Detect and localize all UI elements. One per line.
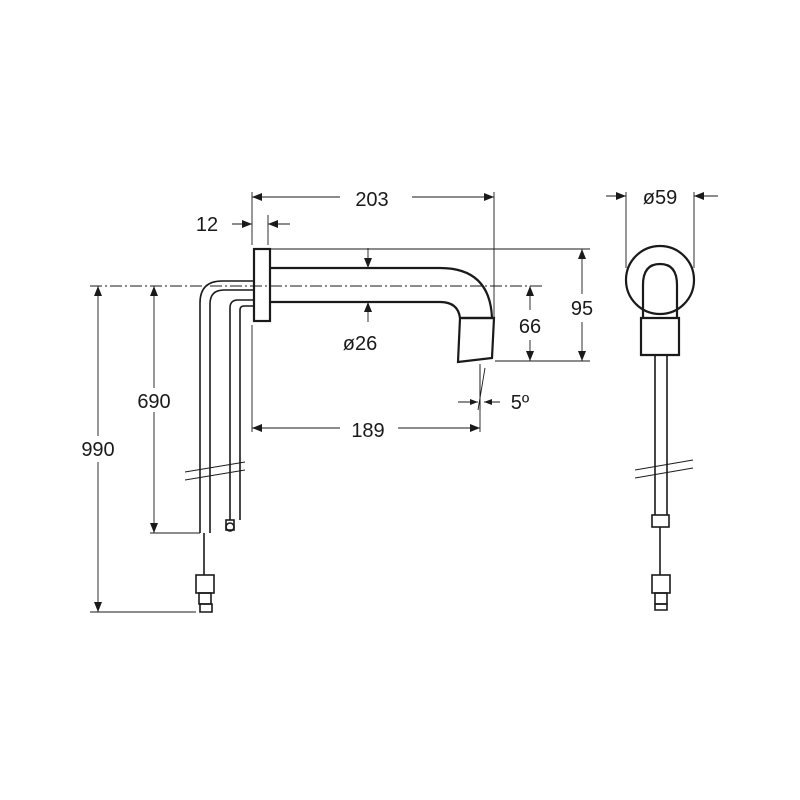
- dimension-66-label: 66: [519, 316, 541, 338]
- wall-plate: [252, 247, 272, 323]
- angle-5-label: 5º: [511, 392, 530, 414]
- dimension-diameter-26-label: ø26: [343, 333, 377, 355]
- dimension-189-label: 189: [351, 420, 384, 442]
- supply-pipes: [184, 280, 255, 613]
- spout: [270, 266, 496, 364]
- dimension-690-label: 690: [137, 391, 170, 413]
- dimension-12-label: 12: [196, 214, 218, 236]
- end-view: ø59: [606, 187, 718, 611]
- side-elevation-view: 203 12 95 66 ø26 690 990: [81, 189, 593, 613]
- dimension-95-label: 95: [571, 298, 593, 320]
- dimension-diameter-59-label: ø59: [643, 187, 677, 209]
- dimension-203-label: 203: [355, 189, 388, 211]
- dimension-990-label: 990: [81, 439, 114, 461]
